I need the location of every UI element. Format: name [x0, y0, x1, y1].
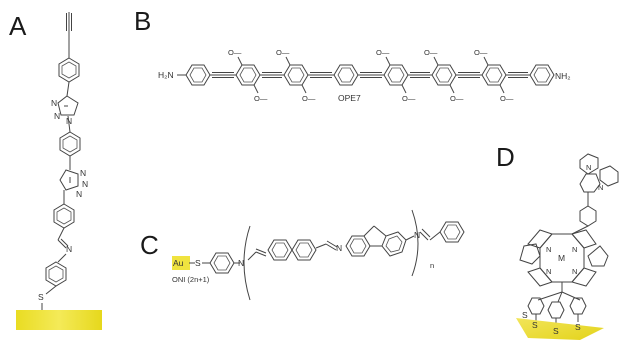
- methoxy-label: O—: [474, 48, 488, 57]
- panel-b-letter: B: [134, 6, 151, 36]
- methoxy-label: O—: [276, 48, 290, 57]
- atom-label: N: [80, 168, 86, 178]
- imine-linker-a: [57, 227, 69, 249]
- alkyne-group: [66, 12, 72, 58]
- panel-b: B H₂N NH₂: [134, 6, 571, 103]
- atom-label: N: [54, 111, 60, 121]
- phenyl-ring-d: [579, 205, 597, 227]
- sulfur-label: S: [195, 258, 201, 268]
- atom-label: N: [82, 179, 88, 189]
- gold-substrate-d: [516, 318, 604, 340]
- phenyl-ring-a2: [59, 131, 81, 157]
- sulfur-label: S: [522, 310, 528, 320]
- oni-caption: ONI (2n+1): [172, 275, 210, 284]
- methoxy-label: O—: [302, 94, 316, 103]
- amine-label-left: H₂N: [158, 70, 174, 80]
- methoxy-label: O—: [500, 94, 514, 103]
- sulfur-label: S: [553, 326, 559, 336]
- panel-d-letter: D: [496, 142, 515, 172]
- panel-c: C Au S ONI (2n+1): [140, 209, 465, 301]
- ope7-backbone: [177, 56, 555, 94]
- n-atom-label: N: [572, 245, 577, 254]
- gold-label: Au: [173, 258, 184, 268]
- methoxy-label: O—: [450, 94, 464, 103]
- atom-label: N: [66, 244, 72, 254]
- ope7-caption: OPE7: [338, 93, 361, 103]
- methoxy-label: O—: [424, 48, 438, 57]
- triazole-ring-a1: [57, 95, 79, 116]
- methoxy-label: O—: [402, 94, 416, 103]
- atom-label: S: [38, 292, 44, 302]
- methoxy-label: O—: [254, 94, 268, 103]
- n-atom-label: N: [546, 267, 551, 276]
- imine-label: N: [238, 258, 244, 268]
- imine-label: N: [414, 230, 420, 240]
- n-atom-label: N: [586, 163, 591, 172]
- atom-label: N: [51, 98, 57, 108]
- metal-label: M: [558, 253, 565, 263]
- methoxy-label: O—: [228, 48, 242, 57]
- sulfur-label: S: [575, 322, 581, 332]
- oni-backbone: [202, 209, 465, 301]
- panel-a-letter: A: [9, 11, 27, 41]
- phenyl-ring-a1: [58, 57, 80, 83]
- tripod-anchors: [527, 291, 587, 326]
- macrocycle: [519, 229, 609, 292]
- atom-label: N: [76, 189, 82, 199]
- panel-c-letter: C: [140, 230, 159, 260]
- gold-substrate-a: [16, 310, 102, 330]
- sulfur-label: S: [532, 320, 538, 330]
- panel-a: A N N N: [9, 11, 102, 330]
- gold-highlight-c: [172, 256, 190, 270]
- amine-label-right: NH₂: [555, 71, 571, 81]
- repeat-count-label: n: [430, 261, 434, 270]
- imine-label: N: [336, 243, 342, 253]
- triazole-ring-a2: [59, 169, 79, 191]
- n-atom-label: N: [572, 267, 577, 276]
- phenyl-ring-a3: [53, 203, 75, 229]
- n-atom-label: N: [546, 245, 551, 254]
- phenyl-ring-a4: [45, 261, 67, 287]
- n-atom-label: N: [598, 183, 603, 192]
- panel-d: D N N M N N N N: [496, 142, 619, 340]
- methoxy-label: O—: [376, 48, 390, 57]
- terpyridine-group: [579, 153, 619, 206]
